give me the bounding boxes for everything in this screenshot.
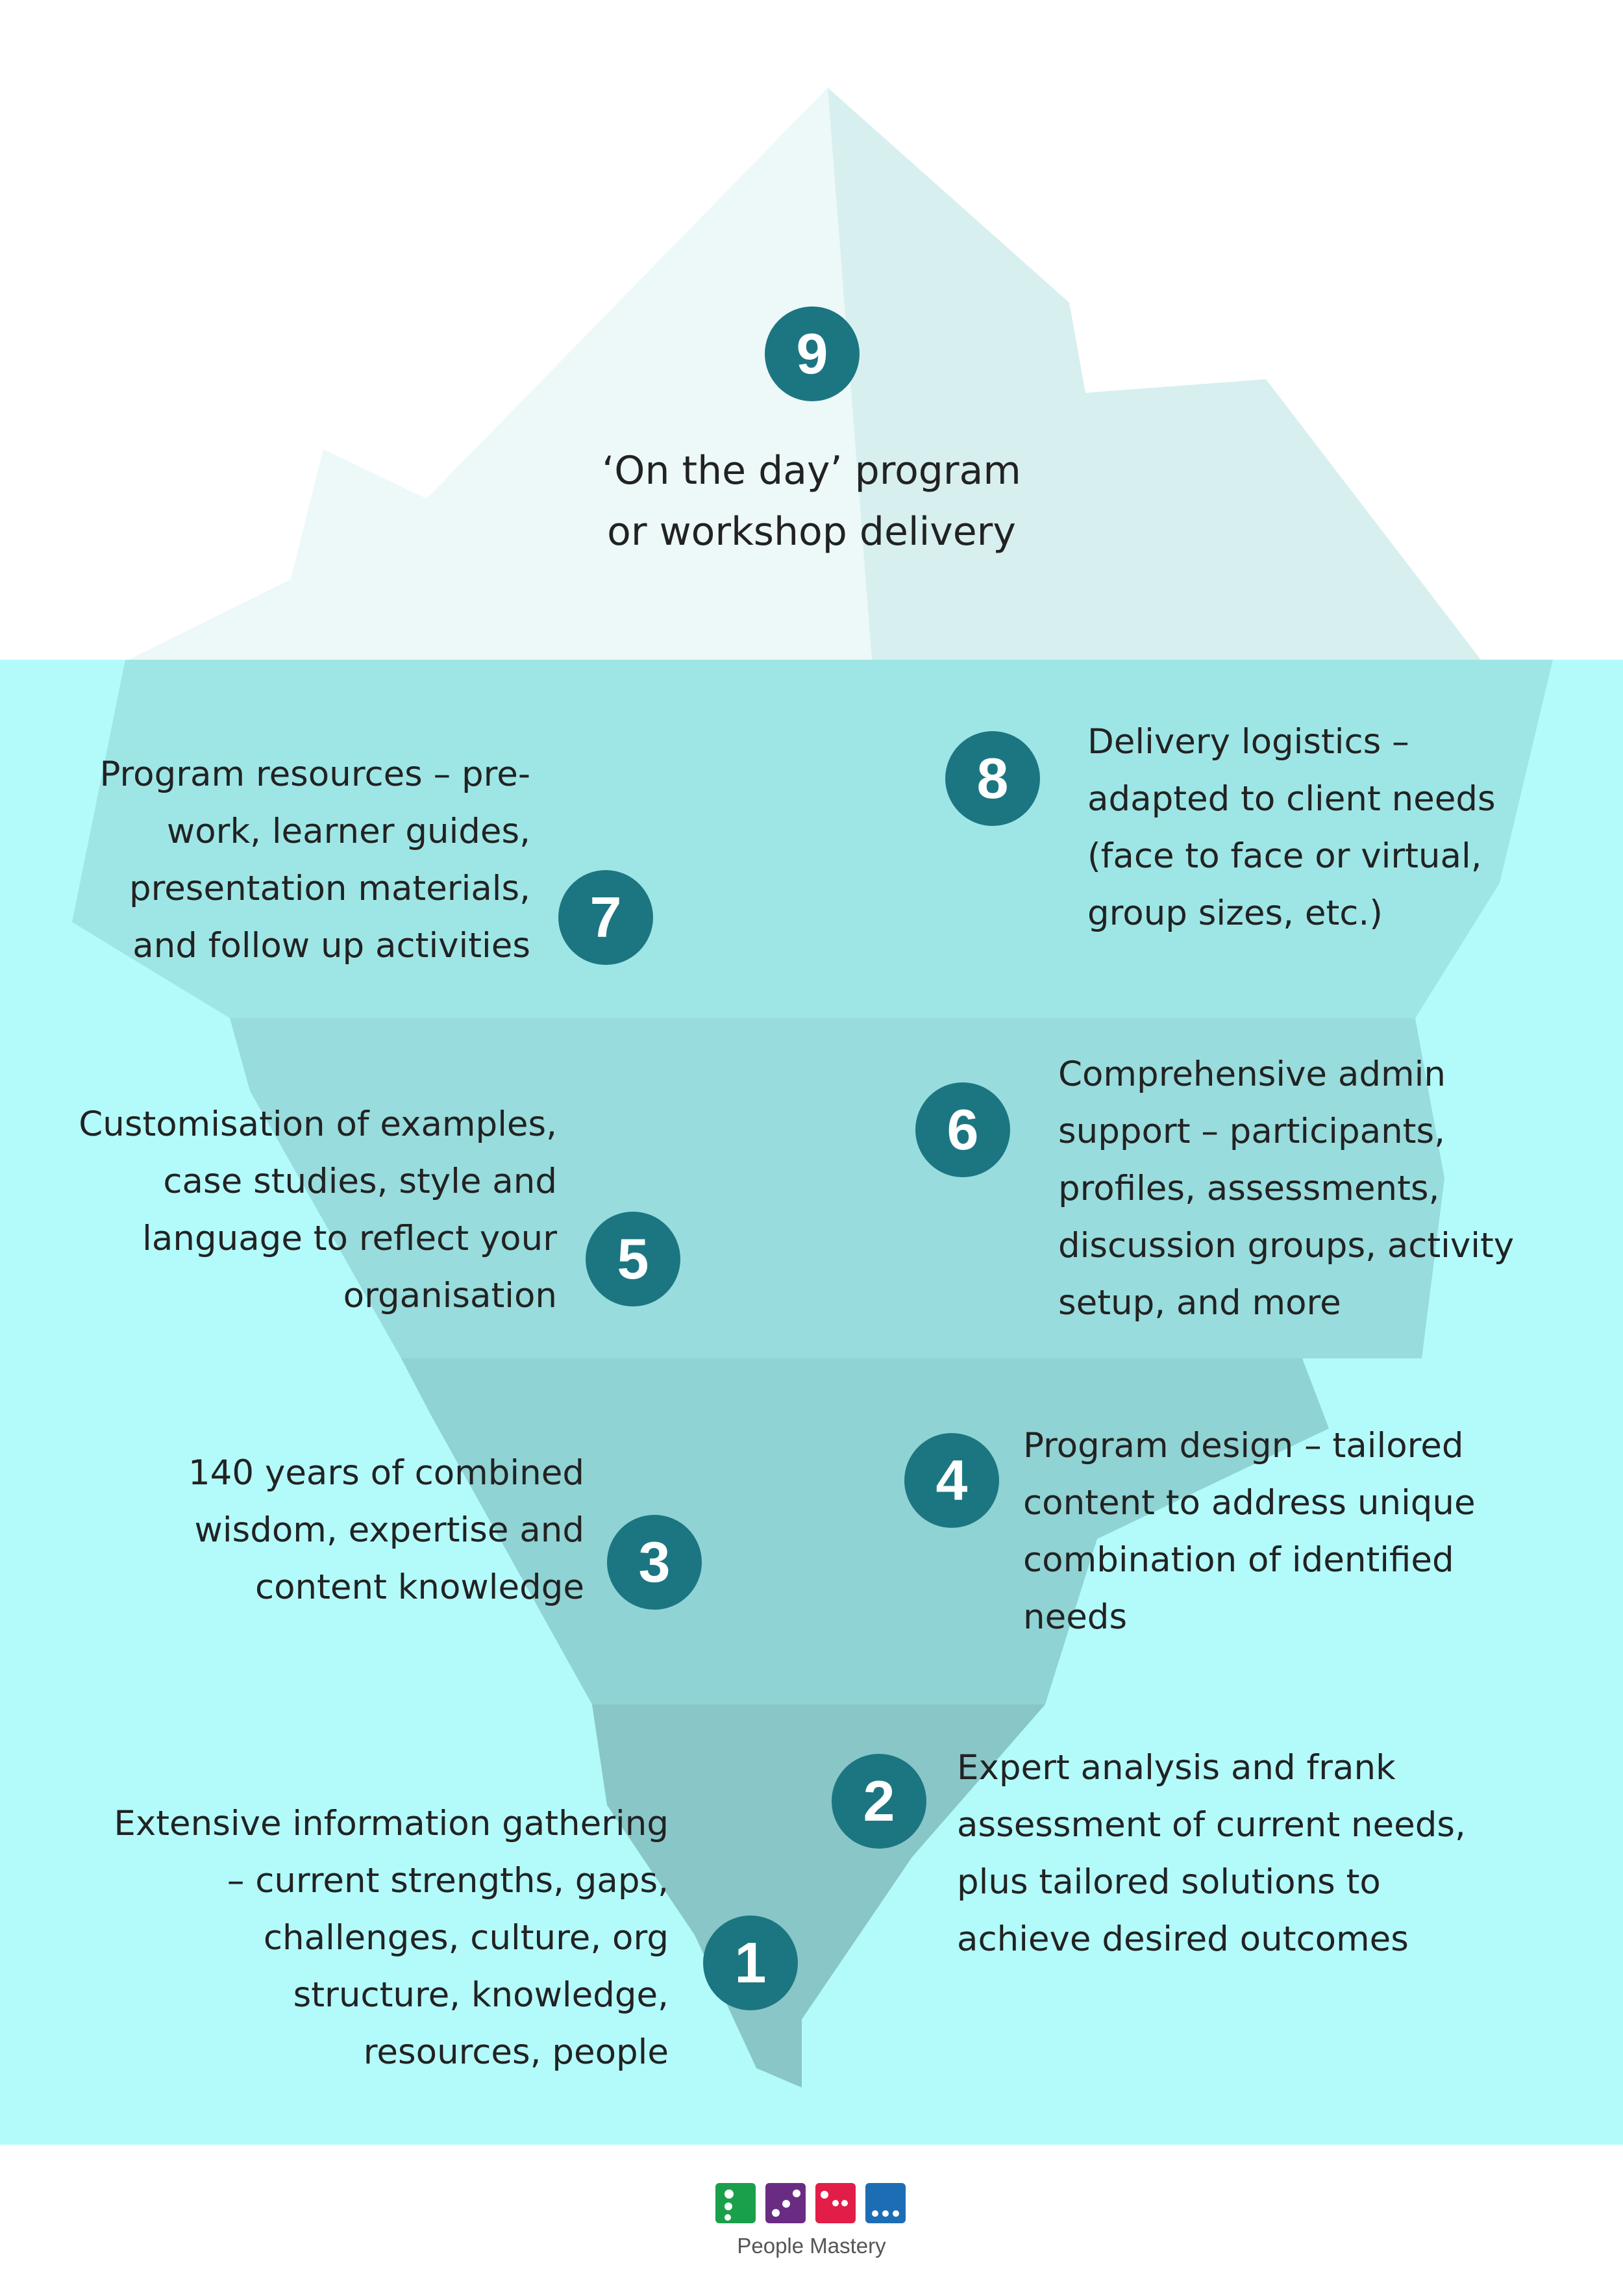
step-5-badge: 5 [586,1212,680,1306]
step-9-badge: 9 [765,306,860,401]
iceberg-band-2 [230,1018,1444,1358]
iceberg-band-1 [72,660,1553,1018]
logo-green-square [715,2183,756,2223]
step-7-badge: 7 [558,870,653,965]
step-8-badge: 8 [945,731,1040,826]
logo-purple-square [765,2183,806,2223]
iceberg-tip-left-face [129,88,872,660]
logo-wordmark: People Mastery [737,2234,886,2258]
step-9-text: ‘On the day’ program or workshop deliver… [602,448,1021,555]
step-4-text: Program design – tailored content to add… [1023,1426,1476,1637]
logo-red-square [815,2183,856,2223]
step-6-badge: 6 [915,1082,1010,1177]
step-3-text: 140 years of combined wisdom, expertise … [188,1453,584,1607]
step-2-text: Expert analysis and frank assessment of … [957,1748,1466,1959]
step-8-text: Delivery logistics – adapted to client n… [1087,722,1496,933]
logo-blue-square [865,2183,906,2223]
step-4-badge: 4 [904,1433,999,1528]
step-1-text: Extensive information gathering – curren… [114,1804,669,2072]
iceberg-band-4 [592,1704,1045,2088]
iceberg-band-3 [401,1358,1329,1704]
step-6-text: Comprehensive admin support – participan… [1058,1054,1515,1323]
step-3-badge: 3 [607,1515,702,1610]
step-5-text: Customisation of examples, case studies,… [79,1104,557,1316]
people-mastery-logo: People Mastery [715,2183,908,2267]
step-1-badge: 1 [703,1915,798,2010]
iceberg-tip-inner-face [872,379,1105,660]
step-7-text: Program resources – pre- work, learner g… [99,755,530,966]
step-2-badge: 2 [832,1754,926,1849]
